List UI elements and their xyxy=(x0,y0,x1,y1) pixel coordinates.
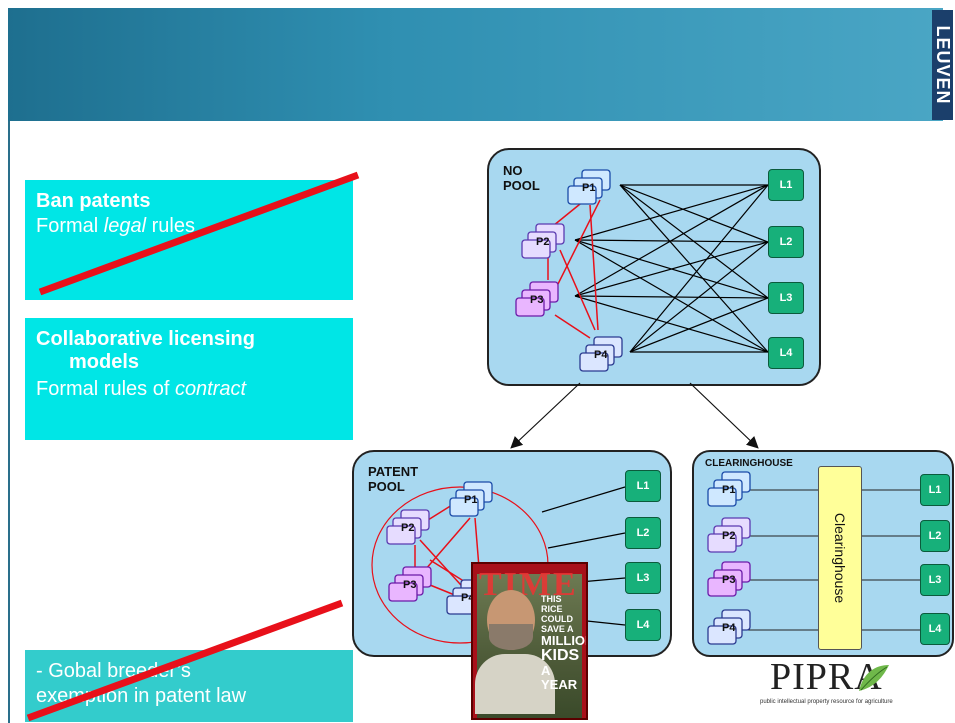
leuven-logo: LEUVEN xyxy=(932,10,953,120)
clearinghouse-licensee-l4: L4 xyxy=(920,613,950,645)
clearinghouse-licensee-l3: L3 xyxy=(920,564,950,596)
no-pool-mesh xyxy=(574,184,769,353)
clearinghouse-licensee-l1: L1 xyxy=(920,474,950,506)
patent-scroll-icon xyxy=(449,481,493,517)
patent-pool-patent-p2: P2 xyxy=(385,508,437,548)
cover-body xyxy=(475,654,555,714)
cover-beard xyxy=(489,624,533,650)
patent-label: P2 xyxy=(722,530,736,542)
headline-line: A YEAR xyxy=(541,663,578,692)
patent-label: P2 xyxy=(536,236,550,248)
pipra-logo: PIPRA public intellectual property resou… xyxy=(760,655,930,715)
cover-headline: THIS RICE COULD SAVE A MILLION KIDS A YE… xyxy=(541,594,586,692)
clearinghouse-patent-p1: P1 xyxy=(706,470,758,510)
patent-label: P1 xyxy=(464,494,478,506)
patent-pool-label-a: PATENT xyxy=(368,464,419,479)
patent-pool-patent-p3: P3 xyxy=(387,565,439,605)
patent-label: P4 xyxy=(594,349,608,361)
patent-scroll-icon xyxy=(707,609,751,645)
collab-line-em: contract xyxy=(174,378,247,400)
no-pool-licensee-l3: L3 xyxy=(768,282,804,314)
patent-pool-label-b: POOL xyxy=(368,479,405,494)
patent-label: P4 xyxy=(722,622,736,634)
no-pool-label-b: POOL xyxy=(503,178,540,193)
patent-label: P3 xyxy=(722,574,736,586)
no-pool-licensee-l4: L4 xyxy=(768,337,804,369)
headline-line: THIS RICE xyxy=(541,594,563,614)
patent-scroll-icon xyxy=(707,517,751,553)
headline-line: MILLION xyxy=(541,633,586,648)
headline-line: KIDS xyxy=(541,647,580,664)
no-pool-label: NO POOL xyxy=(503,163,540,193)
patent-label: P1 xyxy=(722,484,736,496)
patent-scroll-icon xyxy=(515,281,559,317)
patent-pool-label: PATENT POOL xyxy=(368,464,418,494)
no-pool-patent-p4: P4 xyxy=(578,335,630,375)
clearinghouse-patent-p3: P3 xyxy=(706,560,758,600)
no-pool-patent-p3: P3 xyxy=(514,280,566,320)
collaborative-licensing-box: Collaborative licensing models Formal ru… xyxy=(25,318,353,440)
clearinghouse-licensee-l2: L2 xyxy=(920,520,950,552)
collab-line-pre: Formal rules of xyxy=(36,378,175,400)
pipra-word: PIPRA xyxy=(770,656,883,698)
patent-pool-licensee-l2: L2 xyxy=(625,517,661,549)
patent-scroll-icon xyxy=(579,336,623,372)
clearinghouse-label: CLEARINGHOUSE xyxy=(705,458,793,469)
patent-pool-patent-p1: P1 xyxy=(448,480,500,520)
patent-label: P2 xyxy=(401,522,415,534)
clearinghouse-bar-label: Clearinghouse xyxy=(832,512,848,604)
arrow-to-patent-pool xyxy=(510,382,581,449)
patent-scroll-icon xyxy=(521,223,565,259)
no-pool-licensee-l2: L2 xyxy=(768,226,804,258)
collab-title-b: models xyxy=(69,351,140,373)
left-frame-line xyxy=(8,121,10,723)
patent-pool-licensee-l4: L4 xyxy=(625,609,661,641)
clearinghouse-patent-p4: P4 xyxy=(706,608,758,648)
patent-pool-licensee-l1: L1 xyxy=(625,470,661,502)
no-pool-licensee-l1: L1 xyxy=(768,169,804,201)
arrow-to-clearinghouse xyxy=(689,382,759,449)
title-bar xyxy=(8,8,943,121)
patent-scroll-icon xyxy=(386,509,430,545)
patent-label: P3 xyxy=(403,579,417,591)
no-pool-patent-p2: P2 xyxy=(520,222,572,262)
leaf-icon xyxy=(859,665,889,691)
clearinghouse-links xyxy=(745,489,920,631)
patent-scroll-icon xyxy=(707,471,751,507)
patent-scroll-icon xyxy=(388,566,432,602)
clearinghouse-patent-p2: P2 xyxy=(706,516,758,556)
patent-label: P3 xyxy=(530,294,544,306)
collab-title-a: Collaborative licensing xyxy=(36,328,255,350)
no-pool-patent-p1: P1 xyxy=(566,168,618,208)
headline-line: COULD SAVE A xyxy=(541,614,574,634)
no-pool-label-a: NO xyxy=(503,163,523,178)
pipra-tagline: public intellectual property resource fo… xyxy=(760,699,893,705)
collab-line: Formal rules of contract xyxy=(25,374,353,401)
clearinghouse-bar: Clearinghouse xyxy=(818,466,862,650)
time-magazine-cover: TIME THIS RICE COULD SAVE A MILLION KIDS… xyxy=(471,562,588,720)
patent-pool-licensee-l3: L3 xyxy=(625,562,661,594)
patent-scroll-icon xyxy=(707,561,751,597)
patent-label: P1 xyxy=(582,182,596,194)
patent-scroll-icon xyxy=(567,169,611,205)
